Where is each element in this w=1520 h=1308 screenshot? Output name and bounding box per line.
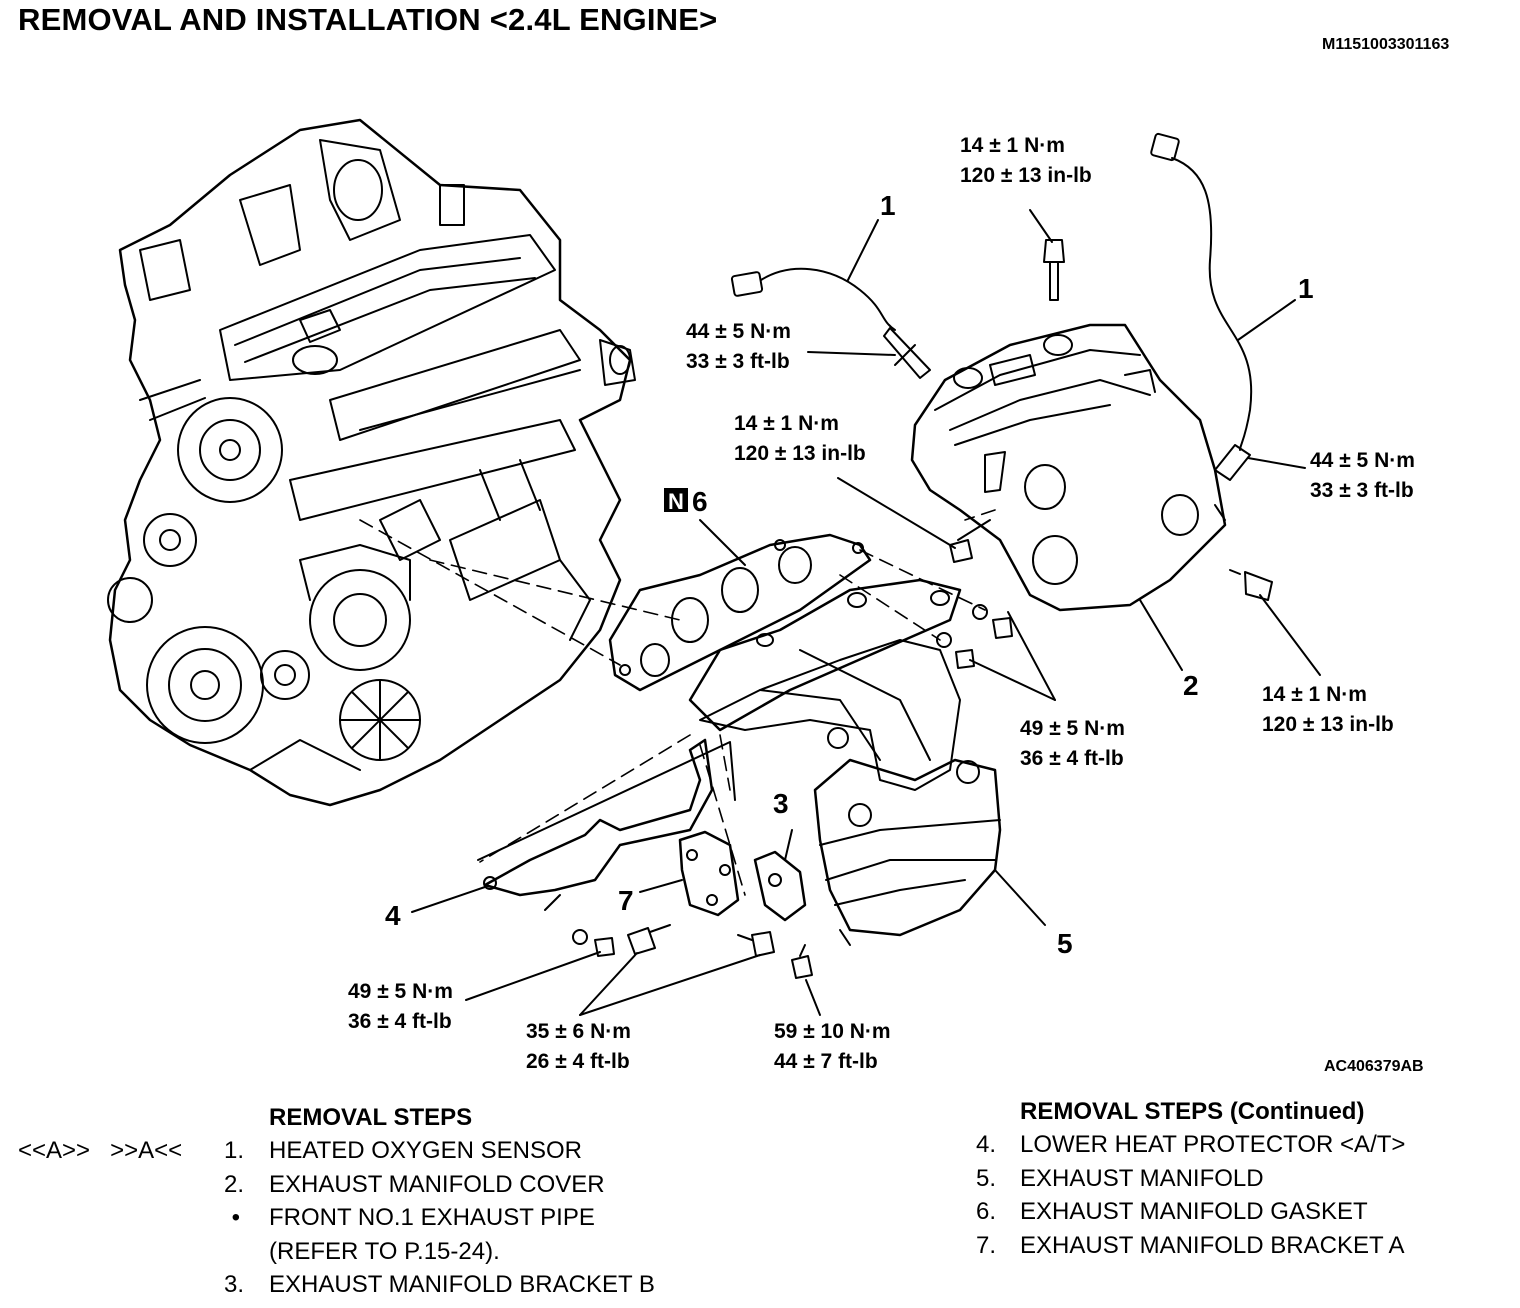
step-text: FRONT NO.1 EXHAUST PIPE — [269, 1204, 595, 1231]
step-text: EXHAUST MANIFOLD COVER — [269, 1171, 605, 1198]
torque-specs: 14 ± 1 N·m 120 ± 13 in-lb 44 ± 5 N·m 33 … — [348, 134, 1415, 1073]
torque-cover-top-imp: 120 ± 13 in-lb — [960, 164, 1092, 187]
engine-illustration — [107, 118, 636, 807]
removal-steps-heading: REMOVAL STEPS — [269, 1104, 473, 1131]
step-bullet: • — [231, 1204, 240, 1231]
exhaust-manifold-bracket-b — [753, 850, 807, 922]
alignment-lines — [359, 509, 996, 896]
figure-id: AC406379AB — [1324, 1058, 1424, 1075]
step-number: 1. — [223, 1137, 244, 1164]
torque-lower-nut-imp: 36 ± 4 ft-lb — [348, 1010, 452, 1033]
callout-1-right: 1 — [1298, 273, 1314, 304]
step-text: EXHAUST MANIFOLD BRACKET A — [1020, 1232, 1405, 1259]
torque-cover-left-imp: 120 ± 13 in-lb — [734, 442, 866, 465]
torque-cover-right-imp: 120 ± 13 in-lb — [1262, 713, 1394, 736]
torque-stud-bolt-imp: 44 ± 7 ft-lb — [774, 1050, 878, 1073]
torque-sensor-left-imp: 33 ± 3 ft-lb — [686, 350, 790, 373]
torque-cover-right-nm: 14 ± 1 N·m — [1262, 683, 1367, 706]
exhaust-manifold-gasket — [608, 533, 872, 692]
torque-manifold-nuts-nm: 49 ± 5 N·m — [1020, 717, 1125, 740]
callout-6: 6 — [692, 486, 708, 517]
torque-sensor-left-nm: 44 ± 5 N·m — [686, 320, 791, 343]
removal-steps-continued-heading: REMOVAL STEPS (Continued) — [1020, 1098, 1365, 1125]
step-number: 4. — [975, 1131, 996, 1158]
oxygen-sensor-right — [1150, 132, 1253, 481]
document-id: M1151003301163 — [1322, 36, 1450, 53]
exploded-diagram: 1 1 2 3 4 5 N 6 7 14 ± 1 N·m 120 ± 13 in… — [107, 118, 1415, 1073]
step-text: LOWER HEAT PROTECTOR <A/T> — [1020, 1131, 1406, 1158]
service-point-markers: <<A>> >>A<< — [18, 1137, 183, 1164]
callout-3: 3 — [773, 788, 789, 819]
torque-sensor-right-imp: 33 ± 3 ft-lb — [1310, 479, 1414, 502]
step-number: 6. — [975, 1198, 996, 1225]
torque-stud-bolt-nm: 59 ± 10 N·m — [774, 1020, 891, 1043]
torque-manifold-nuts-imp: 36 ± 4 ft-lb — [1020, 747, 1124, 770]
page-title: REMOVAL AND INSTALLATION <2.4L ENGINE> — [18, 2, 718, 37]
callout-2: 2 — [1183, 670, 1199, 701]
torque-bracket-bolts-nm: 35 ± 6 N·m — [526, 1020, 631, 1043]
exhaust-manifold-bracket-a — [678, 830, 740, 917]
lower-heat-protector — [477, 738, 736, 911]
exhaust-manifold-cover — [910, 323, 1227, 612]
callout-4: 4 — [385, 900, 401, 931]
torque-cover-left-nm: 14 ± 1 N·m — [734, 412, 839, 435]
step-text: EXHAUST MANIFOLD GASKET — [1020, 1198, 1368, 1225]
callout-7: 7 — [618, 885, 634, 916]
step-text: EXHAUST MANIFOLD BRACKET B — [269, 1271, 655, 1298]
torque-sensor-right-nm: 44 ± 5 N·m — [1310, 449, 1415, 472]
step-number: 3. — [223, 1271, 244, 1298]
callout-5: 5 — [1057, 928, 1073, 959]
fasteners — [572, 239, 1273, 979]
step-number: 7. — [975, 1232, 996, 1259]
step-text: EXHAUST MANIFOLD — [1020, 1165, 1264, 1192]
new-part-badge — [664, 488, 688, 512]
new-part-badge-label: N — [668, 489, 684, 514]
oxygen-sensor-left — [730, 267, 931, 379]
torque-lower-nut-nm: 49 ± 5 N·m — [348, 980, 453, 1003]
torque-bracket-bolts-imp: 26 ± 4 ft-lb — [526, 1050, 630, 1073]
step-number: 5. — [975, 1165, 996, 1192]
callout-1-left: 1 — [880, 190, 896, 221]
step-text: (REFER TO P.15-24). — [269, 1238, 500, 1265]
torque-cover-top-nm: 14 ± 1 N·m — [960, 134, 1065, 157]
step-number: 2. — [223, 1171, 244, 1198]
leader-lines — [411, 209, 1321, 1016]
step-text: HEATED OXYGEN SENSOR — [269, 1137, 582, 1164]
